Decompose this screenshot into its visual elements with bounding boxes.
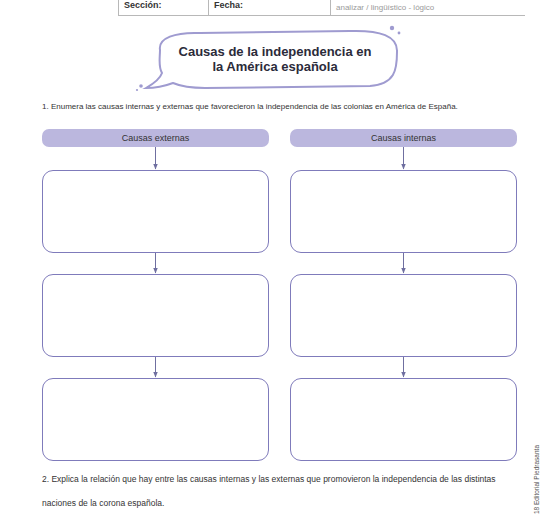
flow-arrow [403,357,404,377]
answer-box [290,274,517,357]
flow-arrow [403,147,404,169]
banner-droplet [139,84,143,88]
answer-box [42,378,269,461]
title-banner [146,31,397,88]
column-header: Causas internas [290,129,517,147]
answer-box [42,170,269,253]
date-label: Fecha: [214,0,243,10]
header-text: Causas internas [371,133,436,143]
answer-box [42,274,269,357]
copyright-note: 18 Editorial Piedrasanta [533,445,540,514]
answer-box [290,170,517,253]
question-text: 2. Explica la relación que hay entre las… [42,467,528,515]
header-divider [208,0,209,15]
section-label: Sección: [124,0,162,10]
column-header: Causas externas [42,129,269,147]
title-text: Causas de la independencia en la América… [175,44,375,74]
flow-arrow [155,357,156,377]
banner-droplet [390,26,394,30]
skill-note: analizar / lingüístico - lógico [336,3,434,12]
header-rule [118,15,525,16]
flow-arrow [155,147,156,169]
header-divider [330,0,331,15]
banner-droplet [398,32,401,35]
header-divider [118,0,119,15]
flow-arrow [155,253,156,273]
answer-box [290,378,517,461]
header-text: Causas externas [122,133,190,143]
flow-arrow [403,253,404,273]
banner-droplet [136,89,138,91]
question-text: 1. Enumera las causas internas y externa… [42,102,458,111]
